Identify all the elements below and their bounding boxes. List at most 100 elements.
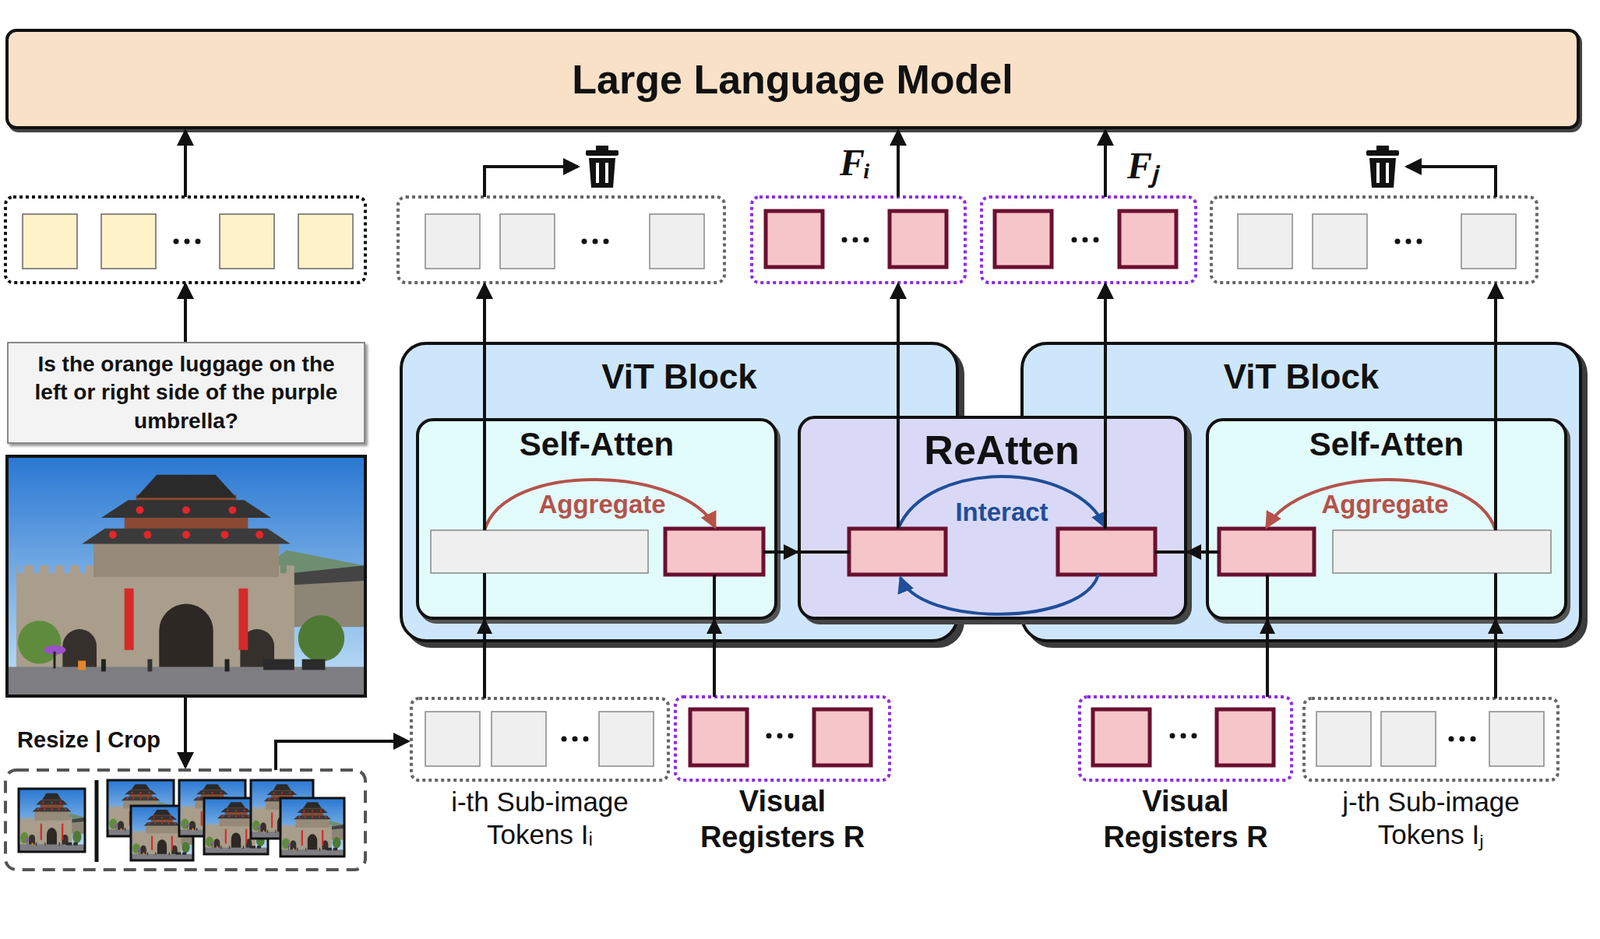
token-group: [1303, 698, 1558, 781]
token-group: [1489, 711, 1544, 767]
sub-image-group: [250, 780, 314, 839]
flow-arrow: [484, 166, 578, 198]
token-group: [583, 736, 589, 743]
token-group: [592, 239, 599, 245]
self-attention-box: Self-Atten: [1205, 418, 1568, 621]
register-output-group: [1119, 211, 1177, 268]
register-group: [766, 733, 772, 740]
token-group: [500, 214, 555, 269]
token-group: [1381, 711, 1436, 767]
node-text: Is the orange luggage on the left or rig…: [19, 350, 353, 436]
self-attention-box: Self-Atten: [415, 418, 778, 621]
token-group: [1312, 214, 1368, 269]
question-box: Is the orange luggage on the left or rig…: [7, 341, 366, 445]
token-group: [195, 239, 201, 245]
node-text: Visual Registers R: [675, 784, 890, 856]
flow-arrow: [1103, 130, 1107, 198]
token-group: [1461, 214, 1516, 269]
sub-image-group: [250, 780, 314, 839]
token-group: [1406, 239, 1412, 245]
register-output-group: [981, 197, 1196, 283]
sub-image-group: [18, 789, 85, 853]
token-group: [491, 711, 547, 767]
sub-image-group: [130, 806, 194, 861]
token-group-node: j-th Sub-image Tokens Iⱼ: [1303, 698, 1558, 871]
token-group: [425, 214, 480, 269]
register-group: [1079, 697, 1292, 781]
token-group: [298, 214, 353, 269]
node-text: ViT Block: [1223, 357, 1380, 397]
discard-icon: [585, 150, 619, 156]
register-group: [675, 697, 890, 781]
token-group: [5, 197, 366, 283]
token-group: [219, 214, 275, 269]
token-group: [561, 736, 568, 743]
register-group: [1170, 733, 1176, 740]
register-group: [1180, 733, 1187, 740]
token-group: [22, 214, 78, 269]
token-group-node: i-th Sub-image Tokens Iᵢ: [411, 698, 669, 871]
sub-image-group: [130, 806, 194, 861]
register-group-node: Visual Registers R: [1079, 697, 1292, 871]
register-output-group: [889, 211, 947, 268]
register-output-group: [852, 237, 859, 244]
annotation-label: Resize | Crop: [17, 727, 161, 754]
token-group: [411, 698, 669, 781]
token-group: [649, 214, 705, 269]
token-group: [101, 214, 156, 269]
node-text: i-th Sub-image Tokens Iᵢ: [411, 785, 669, 852]
discard-icon: [595, 145, 609, 151]
input-photo: [7, 456, 366, 697]
register-output-group: [1082, 237, 1089, 244]
register-group: [814, 709, 871, 766]
discard-icon: [605, 162, 609, 184]
register-output-group: [765, 211, 823, 268]
register-group: [1092, 709, 1150, 766]
token-group: [411, 698, 669, 781]
flow-arrow: [275, 741, 409, 771]
register-group: [1079, 697, 1292, 781]
token-group: [1470, 736, 1477, 743]
discard-icon: [1376, 145, 1389, 151]
token-group: [1395, 239, 1401, 245]
token-group: [173, 239, 180, 245]
token-group: [425, 711, 480, 767]
token-group: [5, 197, 366, 283]
llm-box: Large Language Model: [5, 28, 1580, 130]
annotation-label: Aggregate: [1321, 489, 1449, 520]
flow-arrow: [183, 284, 187, 342]
sub-image-group: [280, 798, 345, 857]
node-text: Self-Atten: [1309, 426, 1464, 464]
register-group: [1216, 709, 1274, 766]
input-photo: [8, 458, 364, 695]
register-output-group: [1071, 237, 1078, 244]
register-output-group: [1093, 237, 1100, 244]
token-group: [581, 239, 588, 245]
token-group: [398, 197, 725, 283]
annotation-label: Aggregate: [538, 489, 666, 520]
input-photo: [7, 456, 366, 697]
token-group: [1448, 736, 1455, 743]
register-output-group: [842, 237, 848, 244]
sub-image-group: [5, 770, 366, 871]
token-group: [1211, 197, 1537, 283]
discard-icon: [1366, 150, 1400, 156]
sub-image-group: [179, 780, 246, 837]
register-group: [788, 733, 794, 740]
token-group: [1416, 239, 1423, 245]
node-text: Large Language Model: [571, 56, 1013, 103]
flow-arrow: [896, 130, 900, 198]
token-group: [1237, 214, 1293, 269]
sub-image-group: [5, 770, 366, 871]
register-output-group: [981, 197, 1196, 283]
token-group: [599, 711, 654, 767]
token-group: [398, 197, 725, 283]
token-group: [1303, 698, 1558, 781]
discard-icon: [585, 145, 619, 188]
discard-icon: [1376, 162, 1380, 184]
token-group: [1316, 711, 1371, 767]
sub-image-group: [95, 780, 99, 863]
flow-arrow: [1406, 166, 1496, 198]
node-text: ReAtten: [923, 426, 1079, 474]
